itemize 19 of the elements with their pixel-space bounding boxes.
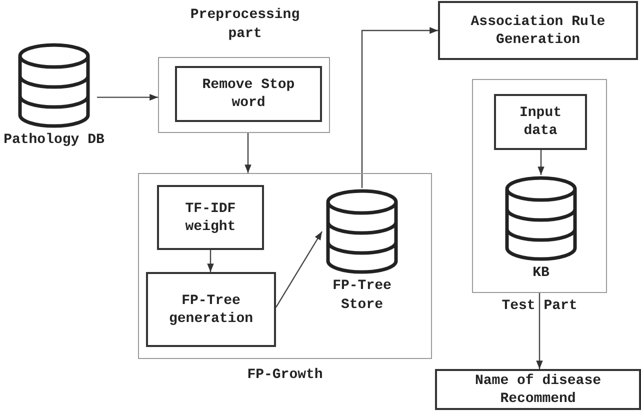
- group-title: FP-Growth: [246, 366, 324, 385]
- arrow: [244, 133, 252, 173]
- arrow: [361, 27, 438, 188]
- process-box: Association Rule Generation: [438, 1, 638, 60]
- group-title: Preprocessing part: [189, 6, 301, 44]
- group-title: Test Part: [500, 297, 578, 316]
- arrow: [536, 293, 543, 369]
- process-box: FP-Tree generation: [146, 272, 276, 347]
- database-label: FP-Tree Store: [332, 277, 392, 315]
- arrow: [207, 250, 214, 272]
- process-box: TF-IDF weight: [157, 185, 264, 250]
- process-box: Name of disease Recommend: [435, 369, 641, 410]
- arrow: [275, 231, 323, 308]
- process-box: Input data: [494, 94, 587, 150]
- database-label: KB: [532, 264, 550, 283]
- database-label: Pathology DB: [2, 131, 106, 150]
- arrow: [97, 94, 158, 101]
- arrow: [538, 150, 544, 175]
- process-box: Remove Stop word: [175, 66, 322, 122]
